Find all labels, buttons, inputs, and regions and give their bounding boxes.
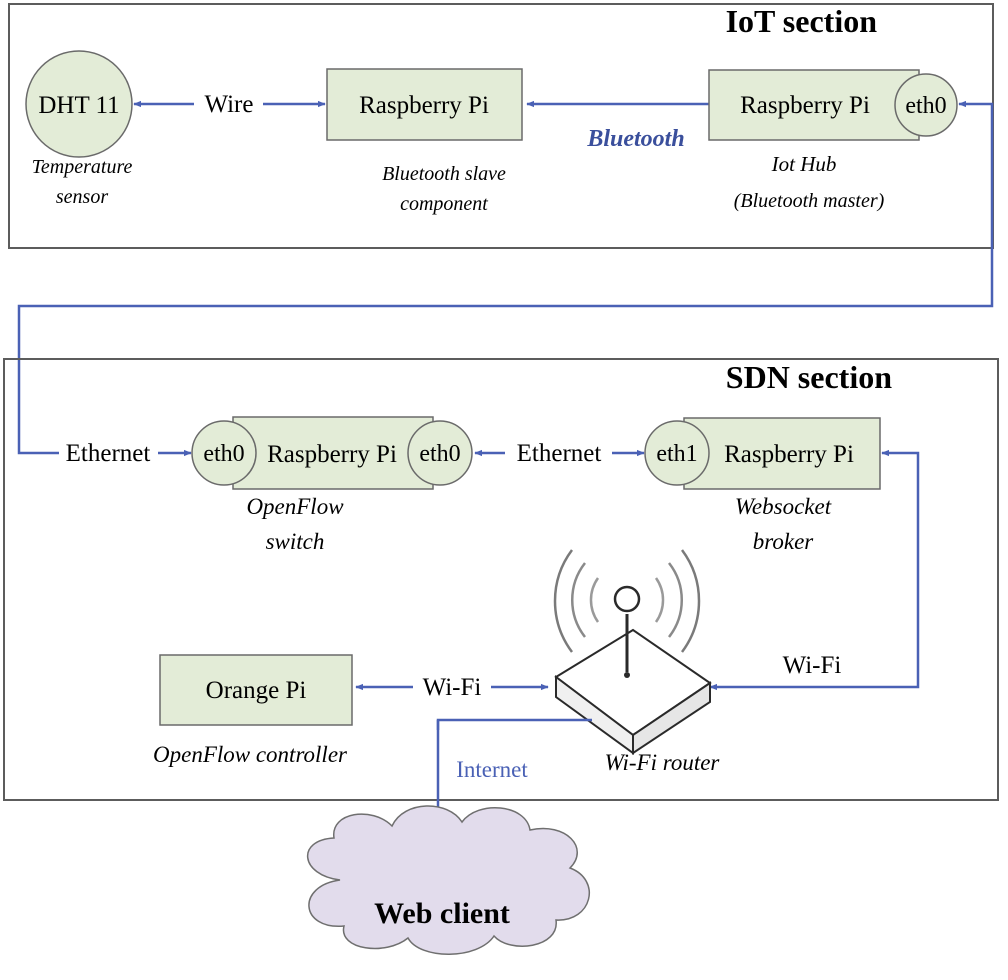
broker-eth1-label: eth1	[656, 441, 697, 467]
sdn-section-box	[3, 358, 999, 801]
switch-eth0-right-label: eth0	[419, 441, 460, 467]
sensor-caption-line1: Temperature	[32, 156, 133, 178]
router-caption: Wi-Fi router	[605, 750, 721, 775]
hub-eth0-label: eth0	[905, 93, 946, 119]
wifi-router-icon	[553, 549, 712, 755]
internet-label: Internet	[456, 757, 528, 782]
switch-eth0-left-port	[191, 420, 257, 486]
orange-pi-label: Orange Pi	[206, 677, 307, 704]
wifi-router-broker-link	[709, 449, 920, 691]
ethernet-mid-label: Ethernet	[517, 440, 602, 467]
broker-eth1-port	[644, 420, 710, 486]
slave-raspberry-pi-label: Raspberry Pi	[359, 92, 489, 119]
hub-to-switch-link	[17, 100, 994, 455]
dht11-sensor-node	[25, 50, 133, 158]
wifi-right-label: Wi-Fi	[783, 652, 842, 679]
switch-eth0-right-port	[407, 420, 473, 486]
hub-raspberry-pi-node	[708, 69, 920, 141]
hub-caption-line1: Iot Hub	[771, 152, 837, 176]
ethernet-in-label: Ethernet	[66, 440, 151, 467]
controller-caption: OpenFlow controller	[153, 742, 348, 767]
hub-caption-line2: (Bluetooth master)	[734, 190, 885, 212]
web-client-cloud	[306, 805, 590, 955]
iot-section-title: IoT section	[726, 3, 878, 39]
slave-caption-line2: component	[400, 193, 488, 215]
slave-raspberry-pi-node	[326, 68, 523, 141]
dht11-sensor-label: DHT 11	[38, 92, 119, 119]
broker-caption-line2: broker	[753, 529, 815, 554]
hub-eth0-port	[894, 73, 958, 137]
web-client-label: Web client	[374, 897, 510, 930]
switch-caption-line1: OpenFlow	[246, 494, 344, 519]
sdn-section-title: SDN section	[726, 359, 892, 395]
broker-caption-line1: Websocket	[735, 494, 832, 519]
switch-caption-line2: switch	[266, 529, 325, 554]
switch-eth0-left-label: eth0	[203, 441, 244, 467]
sensor-caption-line2: sensor	[56, 186, 108, 208]
broker-raspberry-pi-label: Raspberry Pi	[724, 441, 854, 468]
orange-pi-node	[159, 654, 353, 726]
switch-raspberry-pi-label: Raspberry Pi	[267, 441, 397, 468]
wifi-left-label: Wi-Fi	[423, 674, 482, 701]
bluetooth-label: Bluetooth	[586, 126, 684, 152]
wire-label: Wire	[205, 91, 254, 118]
slave-caption-line1: Bluetooth slave	[382, 163, 506, 185]
hub-raspberry-pi-label: Raspberry Pi	[740, 92, 870, 119]
